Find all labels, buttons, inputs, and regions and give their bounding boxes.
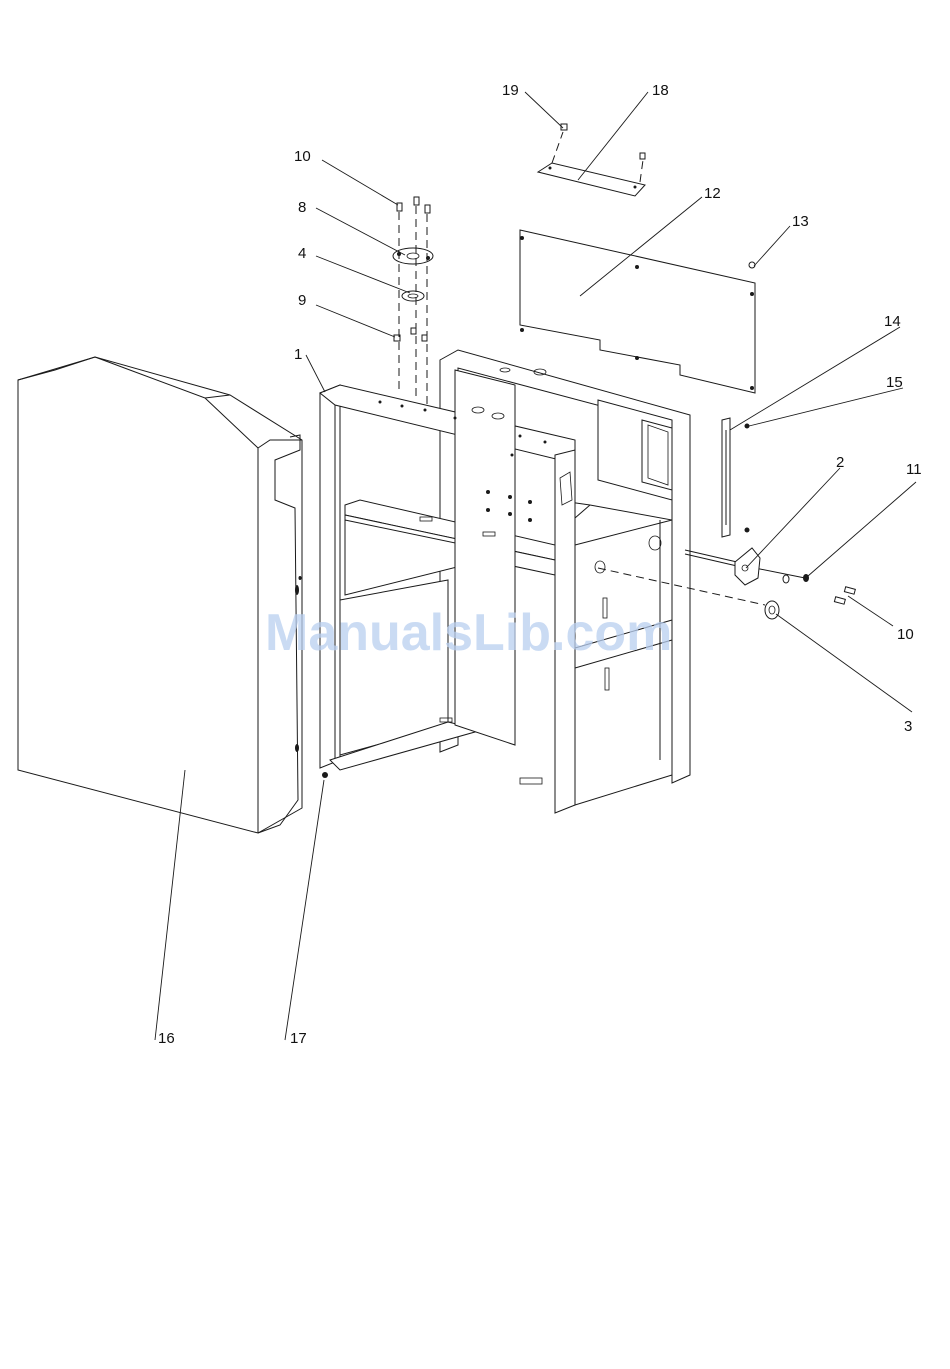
- back-panel: [520, 230, 755, 393]
- callout-1: 1: [294, 346, 302, 363]
- callout-10-top: 10: [294, 148, 311, 165]
- callout-3: 3: [904, 718, 912, 735]
- callout-2: 2: [836, 454, 844, 471]
- callout-8: 8: [298, 199, 306, 216]
- callout-15: 15: [886, 374, 903, 391]
- nut: [749, 262, 755, 268]
- vertical-bracket: [722, 418, 750, 537]
- callout-11: 11: [906, 461, 922, 478]
- callout-12: 12: [704, 185, 721, 202]
- callout-17: 17: [290, 1030, 307, 1047]
- callout-19: 19: [502, 82, 519, 99]
- plate-screws: [561, 124, 645, 159]
- callout-4: 4: [298, 245, 306, 262]
- cover-plate: [538, 132, 645, 196]
- main-frame: [320, 350, 690, 813]
- callout-16: 16: [158, 1030, 175, 1047]
- callout-14: 14: [884, 313, 901, 330]
- side-cover-panel: [18, 357, 302, 833]
- callout-18: 18: [652, 82, 669, 99]
- callout-13: 13: [792, 213, 809, 230]
- callout-10-right: 10: [897, 626, 914, 643]
- callout-9: 9: [298, 292, 306, 309]
- watermark: ManualsLib.com: [265, 604, 672, 662]
- top-bearing-assembly: [393, 197, 433, 404]
